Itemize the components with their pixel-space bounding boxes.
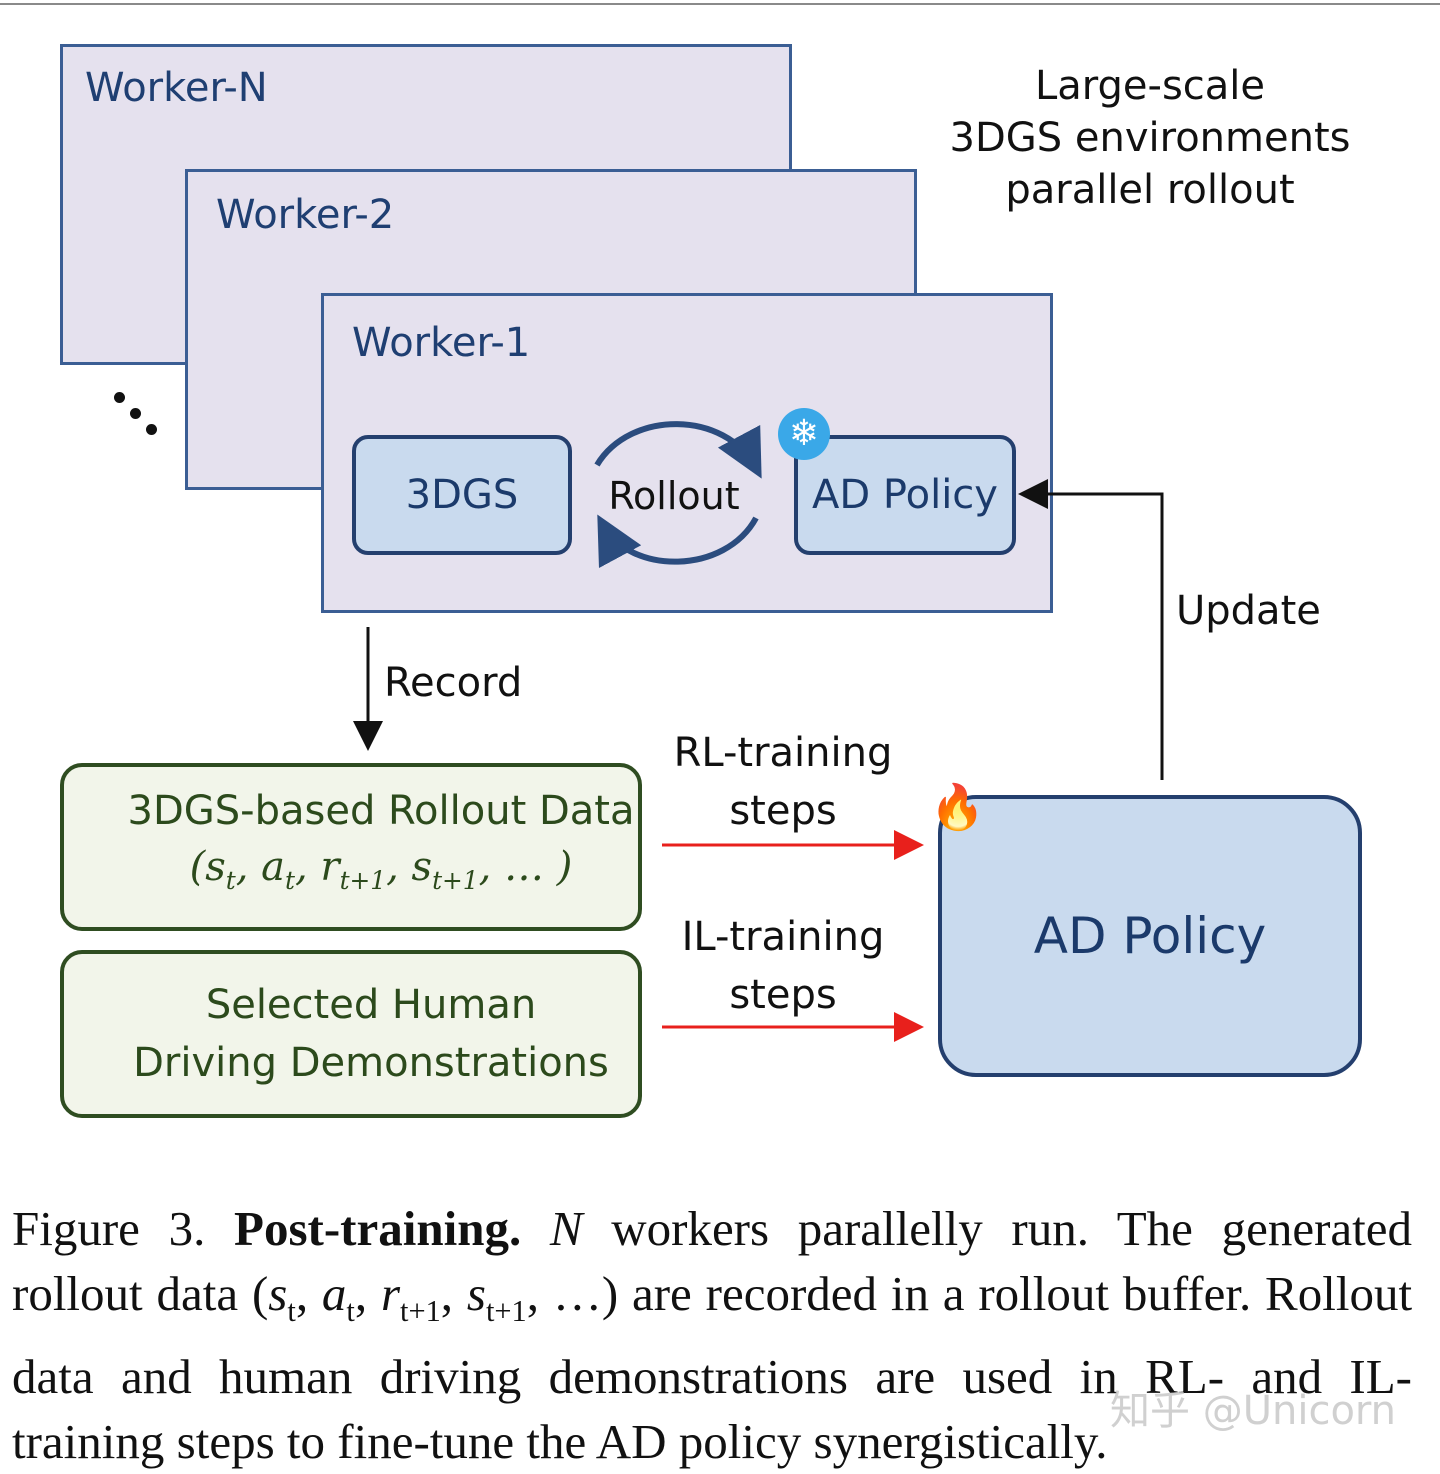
ad-policy-main-box: AD Policy (938, 795, 1362, 1077)
rollout-label: Rollout (608, 474, 740, 518)
ad-policy-main-label: AD Policy (1033, 907, 1267, 965)
update-arrow (1018, 479, 1164, 780)
rollout-data-title: 3DGS-based Rollout Data (127, 788, 635, 834)
gs-box: 3DGS (352, 435, 572, 555)
caption-n-symbol: N (549, 1201, 583, 1256)
watermark: 知乎 @Unicorn (1110, 1388, 1397, 1434)
il-steps-label: IL-training steps (668, 908, 898, 1024)
worker-n-label: Worker-N (85, 65, 268, 111)
frozen-policy-label: AD Policy (812, 472, 998, 518)
rl-line-1: RL-training (673, 730, 893, 776)
human-demo-line-1: Selected Human (205, 982, 537, 1028)
rollout-data-box: 3DGS-based Rollout Data (st, at, rt+1, s… (60, 763, 642, 931)
rollout-data-tuple: (st, at, rt+1, st+1, … ) (189, 844, 573, 895)
caption-text-1: workers parallelly run. The generated ro… (12, 1201, 1413, 1321)
worker-1-label: Worker-1 (352, 320, 531, 366)
rl-steps-label: RL-training steps (668, 724, 898, 840)
il-line-2: steps (729, 972, 837, 1018)
rollout-arrow-top (594, 421, 762, 479)
fire-icon: 🔥 (930, 782, 985, 833)
note-line-2: 3DGS environments (949, 115, 1351, 161)
record-label: Record (384, 660, 523, 706)
il-line-1: IL-training (681, 914, 885, 960)
top-rule (0, 3, 1440, 5)
figure-caption: Figure 3. Post-training. N workers paral… (12, 1196, 1412, 1474)
caption-fig-number: Figure 3. (12, 1201, 206, 1256)
rollout-arrow-bottom (597, 514, 759, 569)
human-demo-box: Selected Human Driving Demonstrations (60, 950, 642, 1118)
worker-2-label: Worker-2 (216, 192, 395, 238)
human-demo-line-2: Driving Demonstrations (133, 1040, 609, 1086)
note-line-3: parallel rollout (1005, 167, 1295, 213)
caption-bold-title: Post-training. (234, 1201, 522, 1256)
snowflake-icon: ❄ (778, 408, 830, 460)
frozen-policy-box: AD Policy (794, 435, 1016, 555)
caption-text-2: are recorded in a rollout buffer. Rollou… (12, 1266, 1413, 1469)
caption-tuple: (st, at, rt+1, st+1, …) (251, 1266, 619, 1328)
rl-line-2: steps (729, 788, 837, 834)
gs-label: 3DGS (405, 472, 519, 518)
note-line-1: Large-scale (1034, 63, 1266, 109)
parallel-rollout-note: Large-scale 3DGS environments parallel r… (930, 60, 1370, 216)
ellipsis-dots (108, 392, 168, 442)
update-label: Update (1176, 588, 1321, 634)
